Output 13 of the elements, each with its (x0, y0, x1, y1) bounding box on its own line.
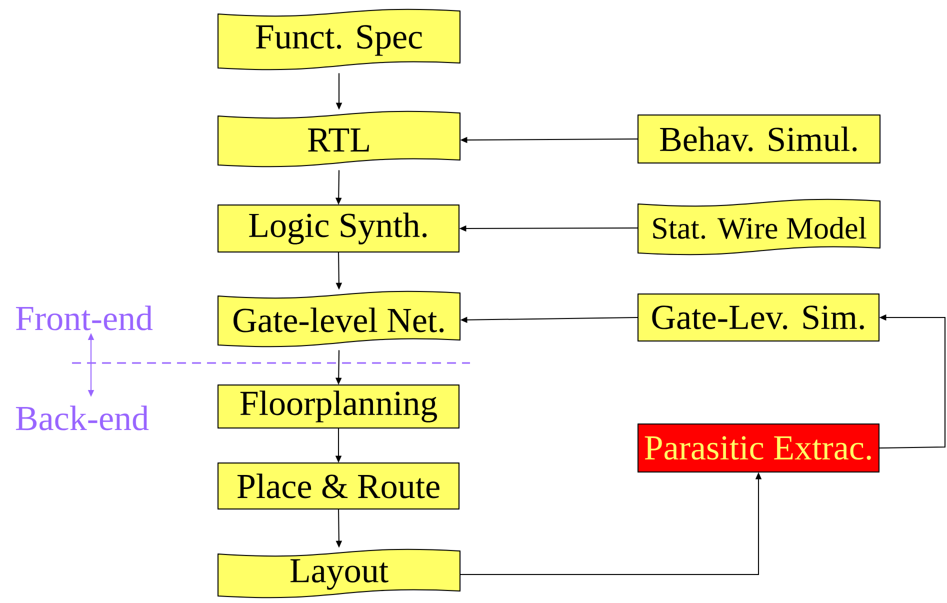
process-box: Logic Synth. (218, 204, 460, 252)
document-box: Layout (218, 548, 460, 598)
highlight-box: Parasitic Extrac. (638, 424, 880, 472)
document-box: RTL (218, 110, 460, 168)
phase-label: Back-end (16, 406, 149, 430)
process-box: Floorplanning (218, 384, 460, 428)
phase-label: Front-end (16, 306, 153, 330)
document-box: Funct. Spec (218, 8, 460, 70)
process-box: Place & Route (218, 462, 460, 510)
process-box: Behav. Simul. (638, 114, 880, 164)
document-box: Stat. Wire Model (638, 198, 880, 256)
document-box: Gate-level Net. (218, 290, 460, 348)
process-box: Gate-Lev. Sim. (638, 294, 880, 342)
